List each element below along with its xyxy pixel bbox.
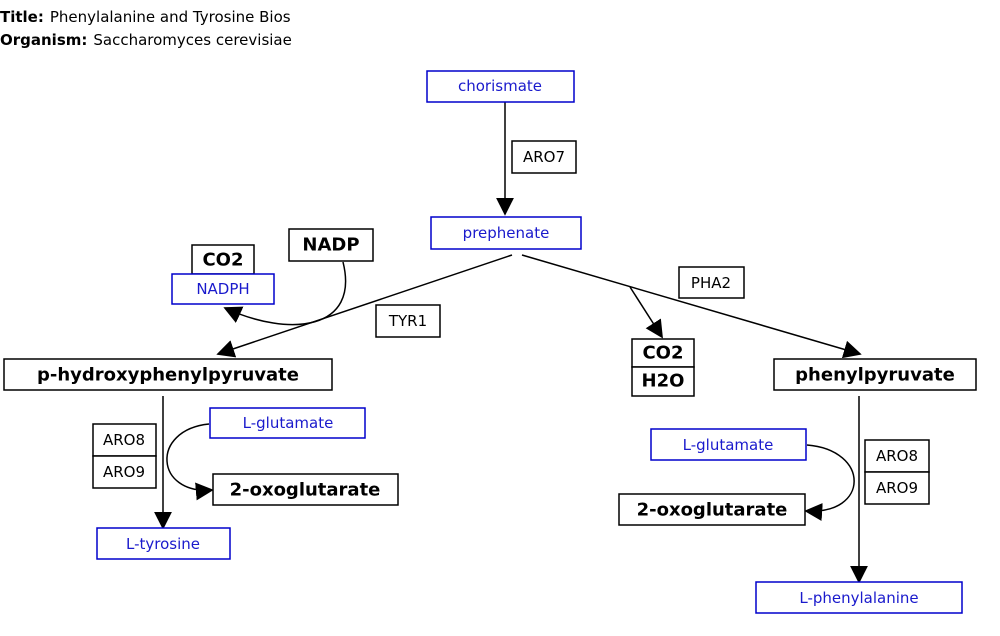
- title-label: Title:: [0, 8, 44, 26]
- prephenate-label: prephenate: [463, 224, 550, 242]
- enzyme-aro9-left[interactable]: ARO9: [92, 455, 157, 489]
- edge-prephenate-phenylpyruvate: [521, 254, 862, 359]
- chorismate-label: chorismate: [458, 77, 542, 95]
- edge-glu-oxo-right: [804, 444, 855, 521]
- edge-to-co2-h2o: [629, 286, 663, 339]
- aro8-right-label: ARO8: [876, 447, 918, 465]
- organism-label: Organism:: [0, 31, 88, 49]
- aro8-left-label: ARO8: [103, 431, 145, 449]
- co2-mid-label: CO2: [642, 343, 683, 364]
- node-h2o[interactable]: H2O: [631, 366, 695, 397]
- node-co2-left[interactable]: CO2: [191, 244, 255, 275]
- node-hpp[interactable]: p-hydroxyphenylpyruvate: [3, 358, 333, 391]
- co2-left-label: CO2: [202, 250, 243, 271]
- enzyme-aro7[interactable]: ARO7: [511, 140, 577, 174]
- edge-glu-oxo-left: [166, 423, 214, 501]
- enzyme-tyr1[interactable]: TYR1: [375, 304, 441, 338]
- pha2-label: PHA2: [691, 274, 731, 292]
- node-phenylalanine[interactable]: L-phenylalanine: [755, 581, 963, 614]
- node-prephenate[interactable]: prephenate: [430, 216, 582, 250]
- title-row: Title: Phenylalanine and Tyrosine Bios: [0, 8, 291, 26]
- enzyme-aro8-left[interactable]: ARO8: [92, 423, 157, 457]
- enzyme-pha2[interactable]: PHA2: [678, 266, 745, 299]
- edge-nadp-nadph: [223, 261, 347, 326]
- organism-value: Saccharomyces cerevisiae: [93, 31, 292, 49]
- enzyme-aro9-right[interactable]: ARO9: [864, 471, 930, 505]
- phenylalanine-label: L-phenylalanine: [799, 589, 918, 607]
- edges: [154, 102, 868, 584]
- title-value: Phenylalanine and Tyrosine Bios: [49, 8, 291, 26]
- organism-row: Organism: Saccharomyces cerevisiae: [0, 31, 292, 49]
- tyrosine-label: L-tyrosine: [126, 535, 200, 553]
- node-chorismate[interactable]: chorismate: [426, 70, 575, 103]
- nadp-label: NADP: [302, 235, 359, 256]
- edge-prephenate-hpp: [216, 254, 513, 358]
- glutamate-left-label: L-glutamate: [243, 414, 334, 432]
- oxoglutarate-left-label: 2-oxoglutarate: [230, 480, 381, 501]
- h2o-label: H2O: [642, 371, 685, 392]
- tyr1-label: TYR1: [388, 312, 427, 330]
- hpp-label: p-hydroxyphenylpyruvate: [37, 365, 299, 386]
- aro7-label: ARO7: [523, 148, 565, 166]
- aro9-right-label: ARO9: [876, 479, 918, 497]
- node-tyrosine[interactable]: L-tyrosine: [96, 527, 231, 560]
- node-oxoglutarate-left[interactable]: 2-oxoglutarate: [212, 473, 399, 506]
- enzyme-aro8-right[interactable]: ARO8: [864, 439, 930, 473]
- node-glutamate-right[interactable]: L-glutamate: [650, 428, 807, 461]
- node-co2-mid[interactable]: CO2: [631, 338, 695, 368]
- node-nadp[interactable]: NADP: [288, 228, 374, 262]
- glutamate-right-label: L-glutamate: [683, 436, 774, 454]
- node-oxoglutarate-right[interactable]: 2-oxoglutarate: [618, 493, 806, 526]
- phenylpyruvate-label: phenylpyruvate: [795, 365, 955, 386]
- nadph-label: NADPH: [196, 280, 249, 298]
- aro9-left-label: ARO9: [103, 463, 145, 481]
- oxoglutarate-right-label: 2-oxoglutarate: [637, 500, 788, 521]
- node-phenylpyruvate[interactable]: phenylpyruvate: [773, 358, 977, 391]
- node-nadph[interactable]: NADPH: [171, 273, 275, 305]
- node-glutamate-left[interactable]: L-glutamate: [209, 407, 366, 439]
